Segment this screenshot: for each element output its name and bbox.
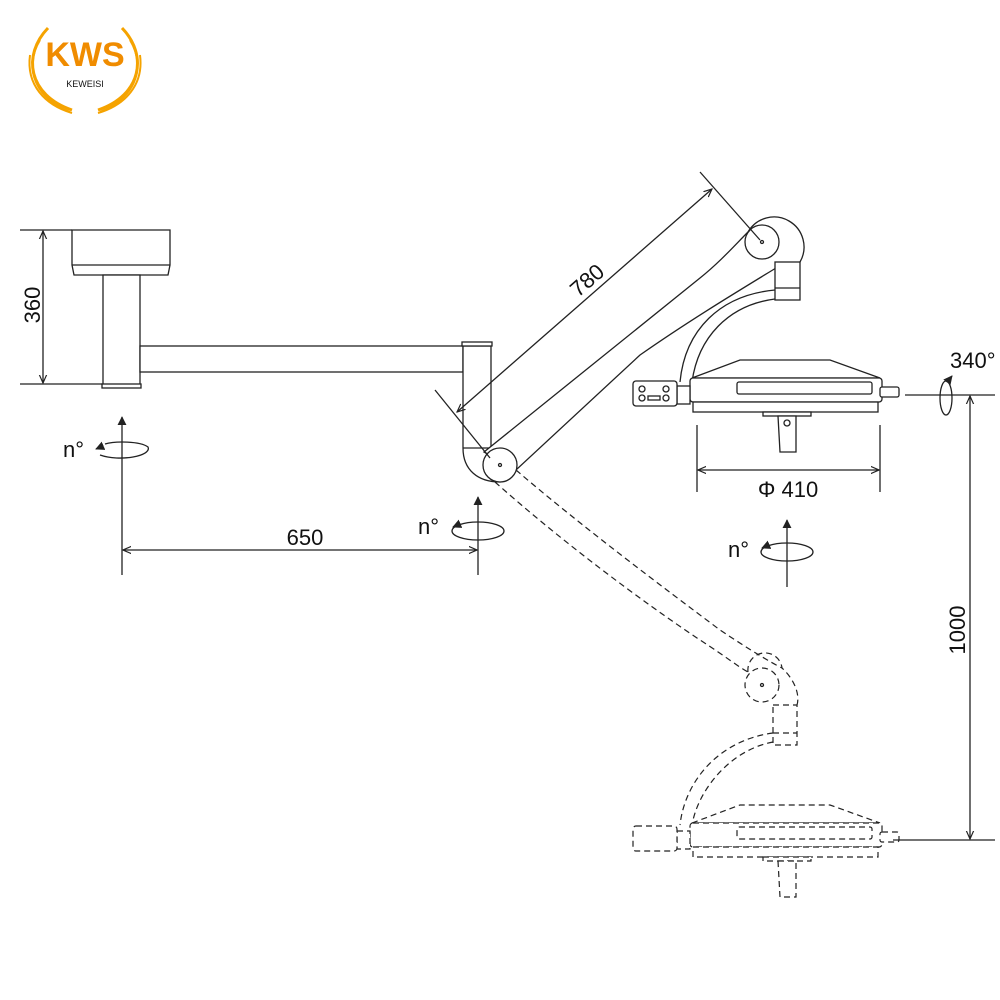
logo-name: KEWEISI [66,79,104,89]
spring-arm [482,216,805,483]
rotation-arm-axis: n° [418,496,505,575]
rotation-label: n° [418,514,439,539]
dimension-label: Φ 410 [758,477,818,502]
horizontal-arm [139,341,501,483]
rotation-label: n° [728,537,749,562]
rotation-ceiling-axis: n° [63,416,149,575]
dimension-label: 360 [20,287,45,324]
dimension-360: 360 [20,229,102,385]
rotation-340: 340° [939,348,996,416]
lamp-head [632,359,900,453]
lowered-lamp-head [632,804,900,898]
rotation-lamp-axis: n° [728,519,814,587]
rotation-label: 340° [950,348,996,373]
lowered-arm-position [494,469,799,826]
kws-logo: KWS KEWEISI [28,26,142,114]
ceiling-mount [71,229,171,389]
control-panel [632,380,678,407]
dimension-label: 650 [287,525,324,550]
rotation-label: n° [63,437,84,462]
dimension-diameter: Φ 410 [696,425,881,502]
dimension-label: 1000 [945,606,970,655]
logo-brand: KWS [45,36,124,74]
dimension-label: 780 [565,259,609,302]
dimension-1000: 1000 [893,394,995,841]
dimension-650: 650 [123,525,477,550]
